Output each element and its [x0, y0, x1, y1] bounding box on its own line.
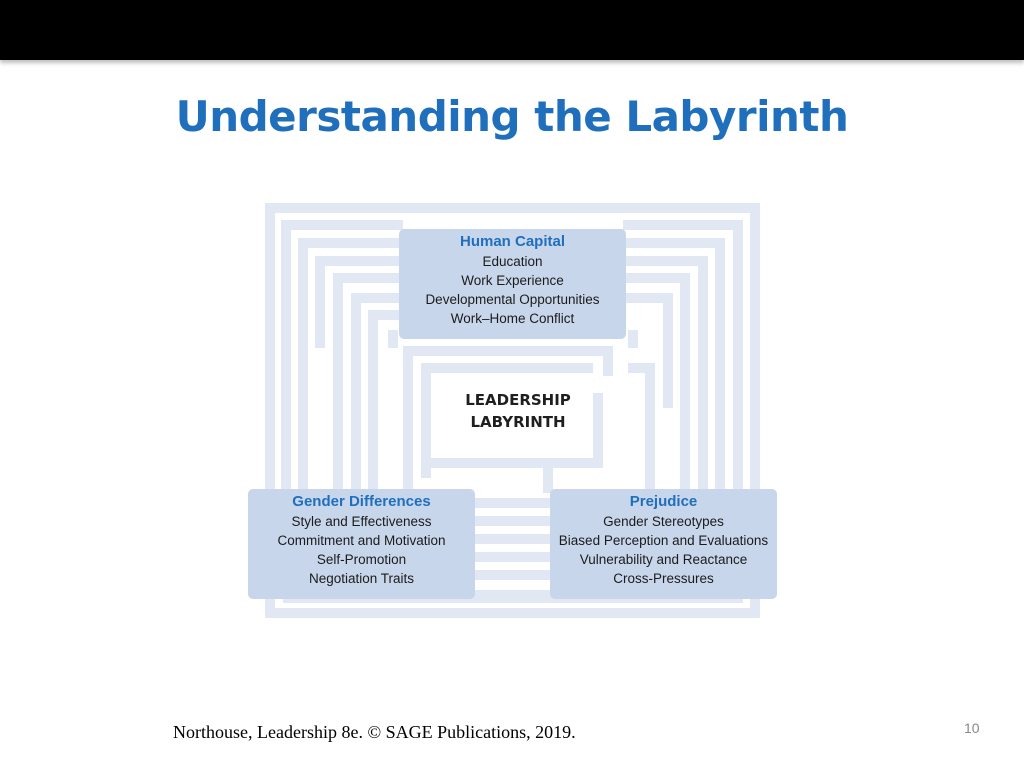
- prejudice-title: Prejudice: [629, 493, 698, 510]
- human-capital-item: Work Experience: [461, 273, 564, 288]
- gender-differences-title: Gender Differences: [292, 493, 431, 510]
- labyrinth-diagram: LEADERSHIP LABYRINTH Human Capital Educa…: [248, 203, 778, 619]
- gender-differences-item: Self-Promotion: [316, 552, 407, 567]
- human-capital-item: Education: [482, 254, 543, 269]
- gender-differences-item: Commitment and Motivation: [277, 533, 446, 548]
- top-bar: [0, 0, 1024, 60]
- gender-differences-item: Negotiation Traits: [308, 571, 415, 586]
- center-label-line1: LEADERSHIP: [465, 391, 571, 409]
- slide-title: Understanding the Labyrinth: [175, 92, 849, 141]
- center-label-line2: LABYRINTH: [470, 413, 566, 431]
- gender-differences-item: Style and Effectiveness: [291, 514, 432, 529]
- page-number: 10: [964, 720, 980, 736]
- prejudice-item: Cross-Pressures: [613, 571, 714, 586]
- human-capital-title: Human Capital: [459, 233, 565, 250]
- gender-differences-box: Gender Differences Style and Effectivene…: [248, 489, 475, 599]
- prejudice-item: Vulnerability and Reactance: [579, 552, 748, 567]
- prejudice-item: Gender Stereotypes: [603, 514, 724, 529]
- human-capital-box: Human Capital Education Work Experience …: [399, 229, 626, 339]
- prejudice-box: Prejudice Gender Stereotypes Biased Perc…: [550, 489, 777, 599]
- footer-citation: Northouse, Leadership 8e. © SAGE Publica…: [173, 722, 576, 742]
- human-capital-item: Developmental Opportunities: [425, 292, 600, 307]
- maze-walls: [265, 203, 760, 618]
- prejudice-item: Biased Perception and Evaluations: [558, 533, 769, 548]
- center-label: LEADERSHIP LABYRINTH: [428, 389, 608, 433]
- human-capital-item: Work–Home Conflict: [450, 311, 575, 326]
